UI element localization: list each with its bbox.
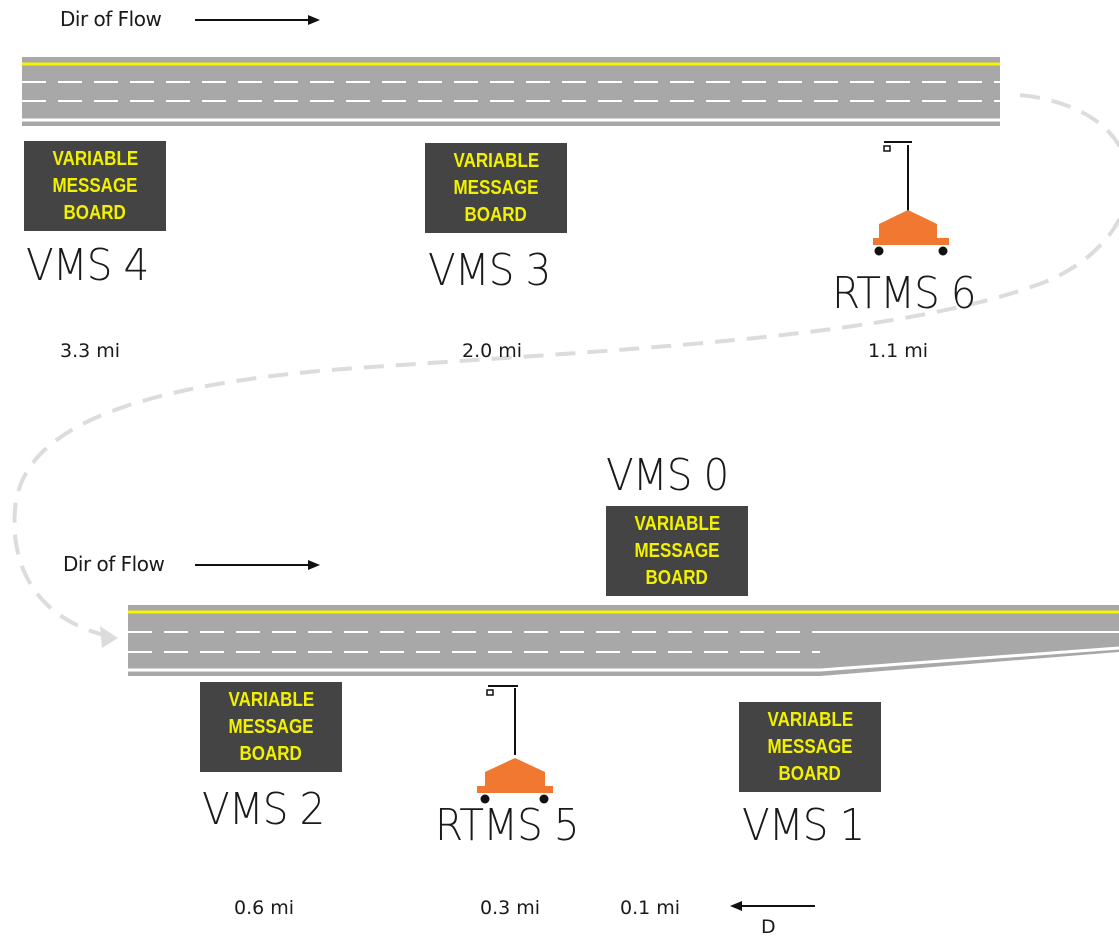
vms4-label: VMS 4 [26,240,149,291]
vms2-label: VMS 2 [202,784,325,835]
dashed-route-path [12,93,1119,648]
rtms5-label: RTMS 5 [435,800,580,851]
sign-text-line: MESSAGE [634,539,720,562]
rtms6-distance: 1.1 mi [868,340,929,362]
vms3-label: VMS 3 [428,245,551,296]
flow-arrow-top [195,15,320,25]
sign-text-line: BOARD [645,566,709,589]
sign-text-line: BOARD [63,201,127,224]
flow-direction-label-bottom: Dir of Flow [63,552,165,576]
sign-text-line: MESSAGE [767,735,853,758]
vms2-distance: 0.6 mi [234,897,295,919]
sign-text-line: VARIABLE [634,512,720,535]
sign-text-line: BOARD [778,762,842,785]
roadway-upper [22,57,1000,126]
sign-text-line: BOARD [239,742,303,765]
vms3-distance: 2.0 mi [462,340,523,362]
vms1-distance: 0.1 mi [620,897,681,919]
roadway-lower [128,605,1119,676]
flow-arrow-bottom [195,560,320,570]
vms4-distance: 3.3 mi [60,340,121,362]
rtms5-device [477,685,553,804]
sign-text-line: BOARD [464,203,528,226]
sign-text-line: MESSAGE [228,715,314,738]
sign-text-line: MESSAGE [453,176,539,199]
vms0-label: VMS 0 [606,450,729,501]
sign-text-line: VARIABLE [767,708,853,731]
distance-arrow [730,901,815,911]
vms4-sign: VARIABLE MESSAGE BOARD [24,141,166,231]
sign-text-line: VARIABLE [453,149,539,172]
rtms6-device [873,141,949,256]
flow-direction-label-top: Dir of Flow [60,7,162,31]
vms1-label: VMS 1 [742,800,865,851]
sign-text-line: VARIABLE [228,688,314,711]
vms0-sign: VARIABLE MESSAGE BOARD [606,506,748,596]
sign-text-line: VARIABLE [52,147,138,170]
distance-marker-label: D [761,916,776,938]
rtms6-label: RTMS 6 [832,268,977,319]
vms3-sign: VARIABLE MESSAGE BOARD [425,143,567,233]
vms2-sign: VARIABLE MESSAGE BOARD [200,682,342,772]
sign-text-line: MESSAGE [52,174,138,197]
rtms5-distance: 0.3 mi [480,897,541,919]
vms1-sign: VARIABLE MESSAGE BOARD [739,702,881,792]
